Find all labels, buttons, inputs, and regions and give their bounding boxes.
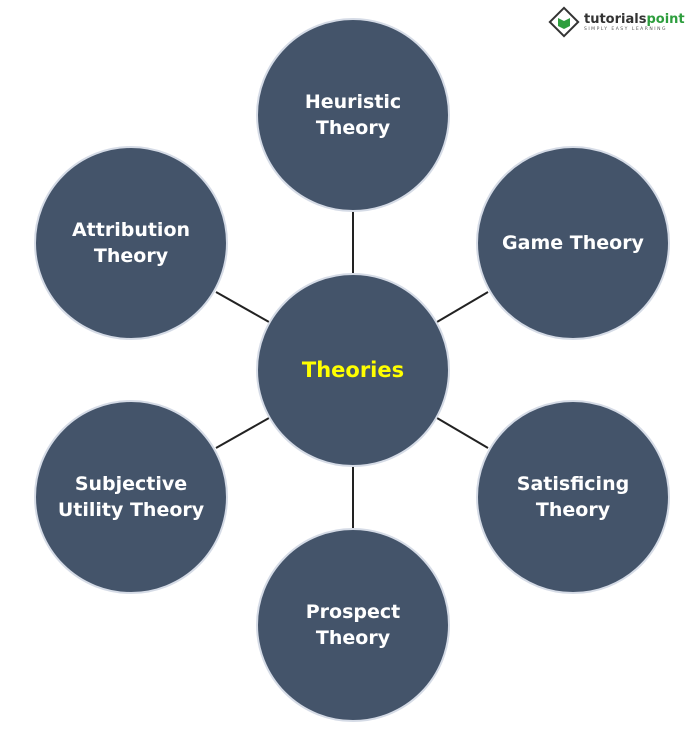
logo-name-b: point [646,12,685,27]
node-subjective-utility-theory: Subjective Utility Theory [34,400,228,594]
node-label: Satisficing Theory [516,473,630,521]
connector-attribution [215,291,270,323]
node-satisficing-theory: Satisficing Theory [476,400,670,594]
node-label: Subjective Utility Theory [57,473,205,521]
node-game-theory: Game Theory [476,146,670,340]
logo-icon [548,6,580,38]
node-label: Heuristic Theory [304,91,402,139]
connector-game [436,291,489,323]
node-prospect-theory: Prospect Theory [256,528,450,722]
logo-name: tutorialspoint [584,12,685,27]
node-heuristic-theory: Heuristic Theory [256,18,450,212]
node-label: Prospect Theory [305,601,401,649]
center-label: Theories [301,358,405,382]
node-label: Attribution Theory [71,219,191,267]
center-node-theories: Theories [256,273,450,467]
logo-name-a: tutorials [584,12,647,27]
node-label: Game Theory [502,232,644,254]
logo-tagline: SIMPLY EASY LEARNING [584,27,667,32]
connector-subjective [215,417,270,449]
tutorialspoint-logo: tutorialspoint SIMPLY EASY LEARNING [548,6,685,38]
node-attribution-theory: Attribution Theory [34,146,228,340]
connector-satisficing [436,417,489,449]
